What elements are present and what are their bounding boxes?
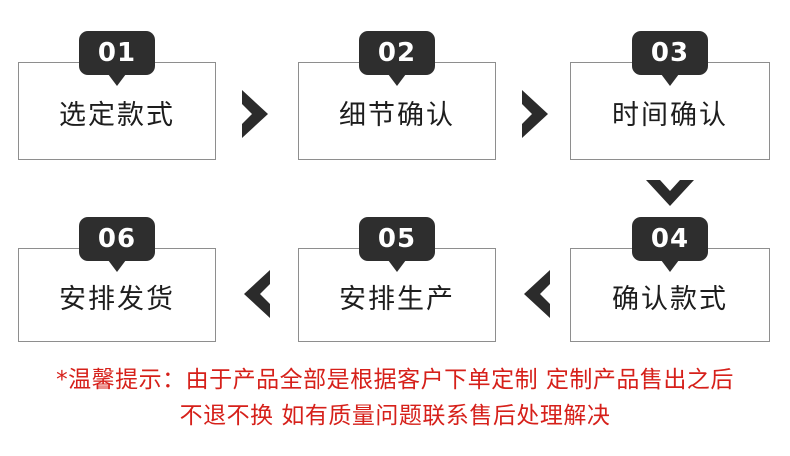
step-number: 01 xyxy=(97,38,137,68)
step-badge-06: 06 xyxy=(79,217,155,272)
process-step-03[interactable]: 03 时间确认 xyxy=(570,31,770,160)
step-badge-03: 03 xyxy=(632,31,708,86)
process-step-06[interactable]: 06 安排发货 xyxy=(18,217,216,342)
badge-pointer-icon xyxy=(108,74,126,86)
process-step-05[interactable]: 05 安排生产 xyxy=(298,217,496,342)
step-number: 05 xyxy=(377,224,417,254)
chevron-down-icon xyxy=(644,176,696,216)
step-label: 安排发货 xyxy=(59,284,175,316)
step-badge-04: 04 xyxy=(632,217,708,272)
chevron-right-icon-1 xyxy=(238,88,274,140)
step-badge-05: 05 xyxy=(359,217,435,272)
badge-pointer-icon xyxy=(661,260,679,272)
badge-pointer-icon xyxy=(388,260,406,272)
badge-pointer-icon xyxy=(388,74,406,86)
step-number: 03 xyxy=(650,38,690,68)
process-step-01[interactable]: 01 选定款式 xyxy=(18,31,216,160)
step-badge-01: 01 xyxy=(79,31,155,86)
step-badge-02: 02 xyxy=(359,31,435,86)
step-label: 确认款式 xyxy=(612,284,728,316)
badge-pointer-icon xyxy=(661,74,679,86)
badge-pointer-icon xyxy=(108,260,126,272)
process-step-02[interactable]: 02 细节确认 xyxy=(298,31,496,160)
step-label: 时间确认 xyxy=(612,100,728,132)
warning-note-line-1: *温馨提示：由于产品全部是根据客户下单定制 定制产品售出之后 xyxy=(56,367,734,393)
process-step-04[interactable]: 04 确认款式 xyxy=(570,217,770,342)
chevron-left-icon-1 xyxy=(238,268,274,320)
step-number: 06 xyxy=(97,224,137,254)
warning-note-line-2: 不退不换 如有质量问题联系售后处理解决 xyxy=(179,403,611,429)
chevron-right-icon-2 xyxy=(518,88,554,140)
step-number: 04 xyxy=(650,224,690,254)
step-label: 选定款式 xyxy=(59,100,175,132)
step-label: 安排生产 xyxy=(339,284,455,316)
step-number: 02 xyxy=(377,38,417,68)
step-label: 细节确认 xyxy=(339,100,455,132)
chevron-left-icon-2 xyxy=(518,268,554,320)
